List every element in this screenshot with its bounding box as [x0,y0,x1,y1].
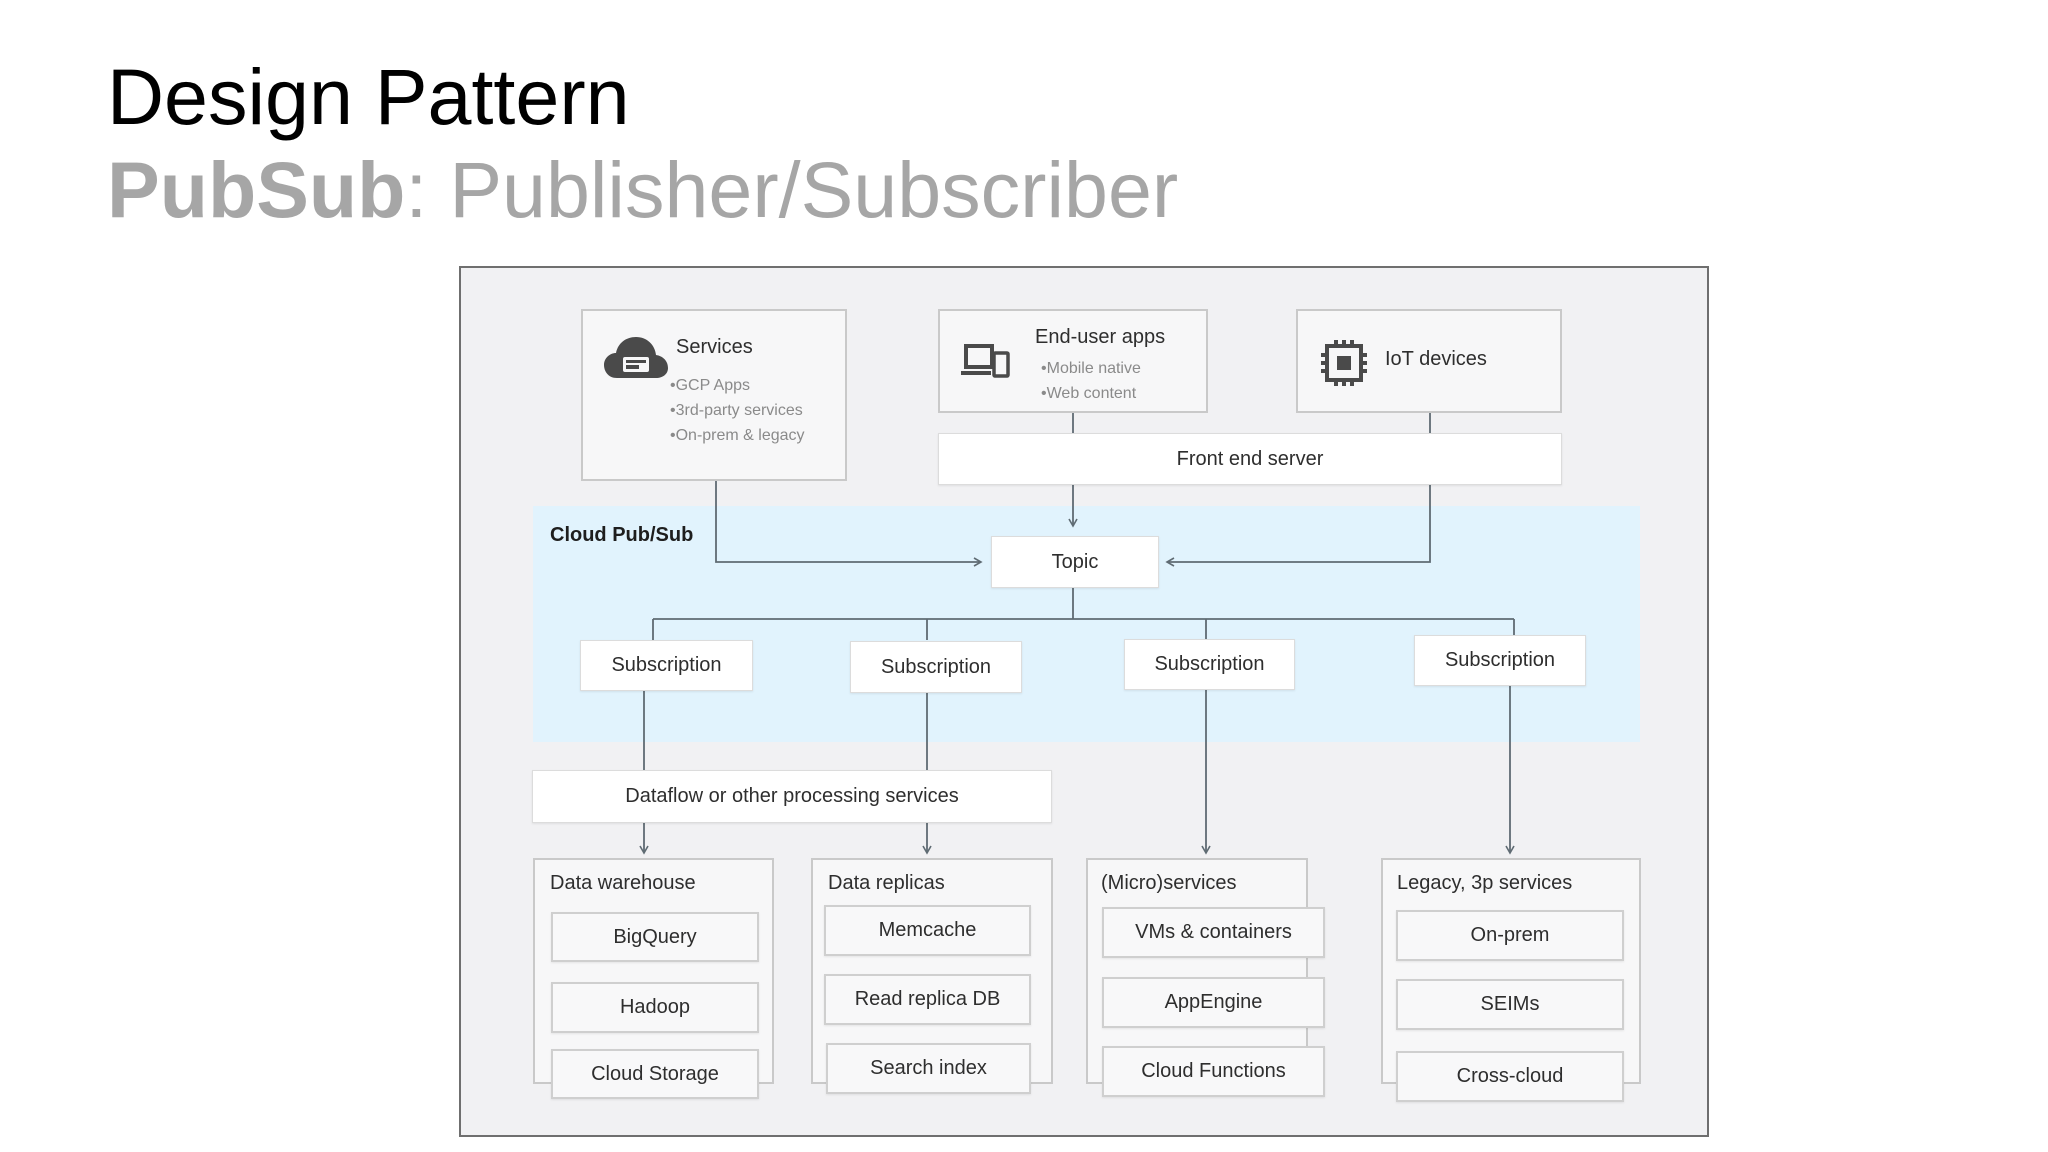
services-item: GCP Apps [670,373,805,398]
topic-box: Topic [991,536,1159,588]
subscription-box: Subscription [850,641,1022,693]
slide-title: Design Pattern [107,52,630,141]
vms-containers-item: VMs & containers [1102,907,1325,958]
microservices-label: (Micro)services [1101,872,1237,894]
legacy-3p-label: Legacy, 3p services [1397,872,1573,894]
cloud-functions-item: Cloud Functions [1102,1046,1325,1097]
legacy-3p-sink-box: Legacy, 3p services On-prem SEIMs Cross-… [1381,858,1641,1102]
pubsub-architecture-diagram: Cloud Pub/Sub [459,266,1709,1137]
subtitle-bold: PubSub [107,145,406,234]
chip-icon [1321,340,1367,386]
connector-lines [639,413,1515,855]
data-warehouse-sink-box: Data warehouse BigQuery Hadoop Cloud Sto… [533,858,774,1099]
bigquery-item: BigQuery [551,912,759,962]
cloud-pubsub-label: Cloud Pub/Sub [550,524,694,546]
appengine-item: AppEngine [1102,977,1325,1028]
data-replicas-label: Data replicas [828,872,945,894]
iot-devices-label: IoT devices [1385,348,1487,370]
subscription-box: Subscription [1414,635,1586,686]
cloud-icon [604,337,668,378]
cloud-storage-item: Cloud Storage [551,1049,759,1099]
data-replicas-sink-box: Data replicas Memcache Read replica DB S… [811,858,1053,1094]
seims-item: SEIMs [1396,979,1624,1030]
services-source-box: Services GCP Apps 3rd-party services On-… [581,309,847,481]
topic-fanout-connector [652,588,1515,640]
end-user-apps-source-box: End-user apps Mobile native Web content [938,309,1208,413]
end-user-apps-item: Mobile native [1041,356,1141,381]
services-list: GCP Apps 3rd-party services On-prem & le… [670,373,805,448]
microservices-sink-box: (Micro)services VMs & containers AppEngi… [1086,858,1325,1097]
front-end-server-box: Front end server [938,433,1562,485]
services-item: On-prem & legacy [670,423,805,448]
services-item: 3rd-party services [670,398,805,423]
read-replica-db-item: Read replica DB [824,974,1031,1025]
memcache-item: Memcache [824,905,1031,956]
on-prem-item: On-prem [1396,910,1624,961]
subtitle-rest: : Publisher/Subscriber [405,145,1179,234]
end-user-apps-item: Web content [1041,381,1141,406]
end-user-apps-list: Mobile native Web content [1041,356,1141,406]
hadoop-item: Hadoop [551,982,759,1033]
services-label: Services [676,336,753,358]
services-to-topic-connector [715,481,983,567]
iot-devices-source-box: IoT devices [1296,309,1562,413]
subscription-box: Subscription [1124,639,1295,690]
devices-icon [961,344,1010,378]
cross-cloud-item: Cross-cloud [1396,1051,1624,1102]
slide-subtitle: PubSub: Publisher/Subscriber [107,145,1178,235]
frontend-right-to-topic-connector [1165,485,1431,567]
dataflow-processing-box: Dataflow or other processing services [532,770,1052,823]
subscription-box: Subscription [580,640,753,691]
search-index-item: Search index [826,1043,1031,1094]
data-warehouse-label: Data warehouse [550,872,696,894]
end-user-apps-label: End-user apps [1035,326,1166,348]
